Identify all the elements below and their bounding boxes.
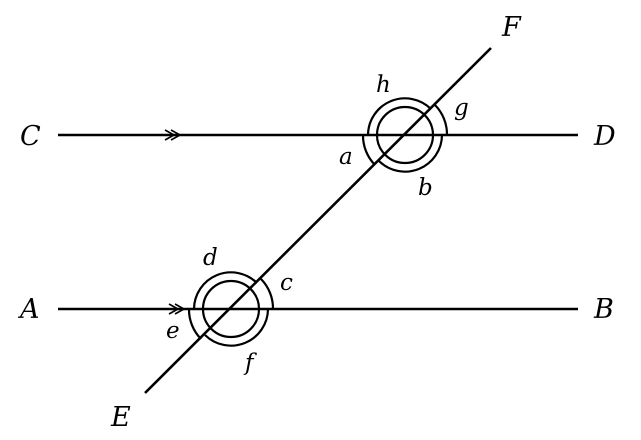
point-label-f: F — [501, 12, 522, 43]
point-label-b: B — [593, 294, 614, 325]
point-label-e: E — [110, 402, 131, 433]
point-label-c: C — [20, 121, 41, 152]
parallel-mark-top — [164, 129, 182, 141]
angle-label-h: h — [376, 72, 391, 98]
angle-label-c: c — [280, 270, 293, 296]
point-label-d: D — [593, 121, 616, 152]
point-label-a: A — [17, 294, 40, 325]
angle-label-g: g — [454, 95, 469, 121]
angle-label-f: f — [243, 350, 257, 376]
angle-label-d: d — [203, 245, 218, 271]
angle-marks-lower — [187, 271, 275, 347]
angle-label-b: b — [418, 175, 433, 201]
transversal-ef — [144, 47, 492, 394]
angle-label-a: a — [339, 144, 353, 170]
parallel-mark-bottom — [168, 303, 186, 315]
angle-marks-upper — [361, 97, 449, 173]
angle-label-e: e — [166, 318, 180, 344]
